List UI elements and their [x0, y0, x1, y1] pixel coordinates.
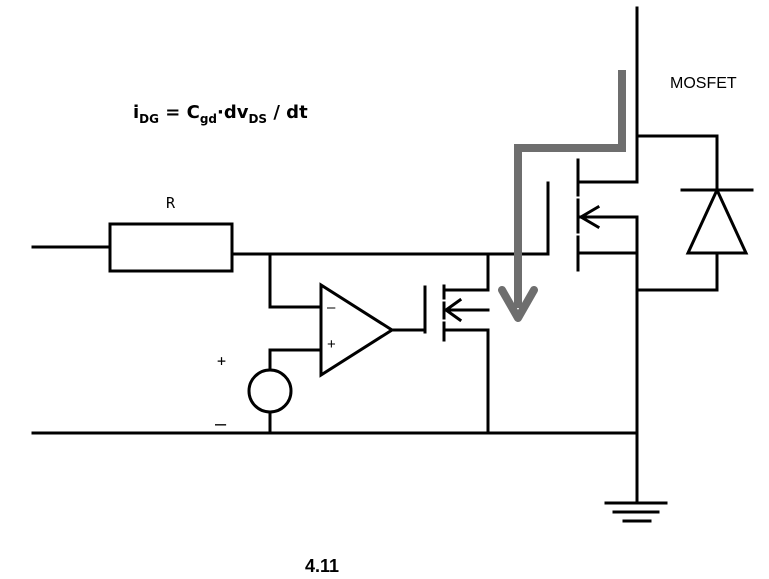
feedback-wire [268, 252, 323, 309]
mosfet-body-wire [576, 215, 639, 255]
mosfet-body-arrow-icon [578, 204, 601, 230]
mosfet-source-wire [576, 251, 639, 505]
body-diode-icon [685, 186, 749, 255]
current-equation: iDG = Cgd·dvDS / dt [133, 102, 308, 126]
reference-wire [268, 348, 323, 371]
clamp-source-wire [442, 328, 490, 435]
clamp-drain-wire [442, 252, 490, 292]
source-plus-sign: + [217, 352, 226, 370]
opamp-minus-sign: – [327, 299, 336, 316]
diode-cathode-wire [635, 134, 719, 192]
resistor [108, 222, 234, 273]
source-minus-sign: – [215, 413, 227, 435]
mosfet-drain-wire [576, 6, 639, 184]
miller-current-arrowhead-icon [498, 286, 538, 322]
mosfet-label: MOSFET [670, 75, 737, 92]
resistor-label: R [166, 194, 176, 212]
eq-equals-c: = C [159, 102, 200, 123]
voltage-source [247, 368, 293, 414]
opamp-plus-sign: + [327, 336, 336, 353]
op-amp [319, 282, 395, 378]
eq-c-sub: gd [200, 112, 217, 126]
eq-i-sub: DG [139, 112, 159, 126]
miller-current-path [514, 70, 626, 308]
clamp-body-arrow-icon [443, 297, 463, 323]
eq-tail: / dt [267, 102, 308, 123]
eq-v-sub: DS [248, 112, 267, 126]
figure-number: 4.11 [305, 556, 339, 576]
diode-anode-wire [635, 251, 719, 292]
eq-i: i [133, 102, 139, 123]
eq-dv: ·dv [217, 102, 249, 123]
